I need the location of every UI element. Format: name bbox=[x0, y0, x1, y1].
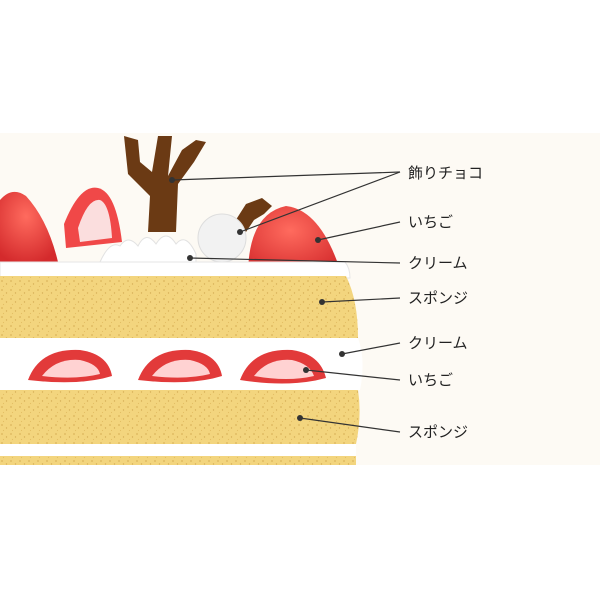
leader-line-cream-top bbox=[189, 257, 401, 264]
leader-line-strawberry-middle bbox=[305, 369, 401, 381]
label-decoration-chocolate: 飾りチョコ bbox=[408, 164, 484, 182]
chocolate-decoration bbox=[124, 136, 272, 232]
leader-line-sponge-top bbox=[321, 297, 401, 303]
cream-piping bbox=[99, 235, 197, 269]
label-cream-middle: クリーム bbox=[408, 334, 468, 352]
leader-line-strawberry-top bbox=[317, 221, 401, 241]
label-sponge-top: スポンジ bbox=[408, 289, 469, 307]
label-strawberry-top: いちご bbox=[408, 213, 454, 231]
leader-line-chocolate-antler bbox=[171, 171, 401, 181]
label-sponge-bottom: スポンジ bbox=[408, 423, 469, 441]
middle-strawberries bbox=[28, 349, 326, 384]
leader-line-chocolate-ear bbox=[239, 171, 401, 233]
label-strawberry-middle: いちご bbox=[408, 371, 454, 389]
strawberry-cut-inner bbox=[78, 199, 112, 242]
chocolate-antler bbox=[124, 136, 206, 232]
leader-line-cream-middle bbox=[341, 342, 401, 355]
leader-dots bbox=[169, 177, 345, 421]
leader-line-sponge-bottom bbox=[299, 417, 401, 433]
cream-bottom-layer bbox=[0, 444, 356, 456]
strawberry-left bbox=[0, 191, 58, 262]
top-strawberries bbox=[0, 187, 342, 276]
chocolate-ear bbox=[232, 198, 272, 232]
cream-ball bbox=[197, 213, 247, 263]
strawberry-right bbox=[248, 206, 342, 276]
cream-top-layer bbox=[0, 261, 351, 279]
leader-lines bbox=[171, 171, 401, 433]
label-cream-top: クリーム bbox=[408, 254, 468, 272]
